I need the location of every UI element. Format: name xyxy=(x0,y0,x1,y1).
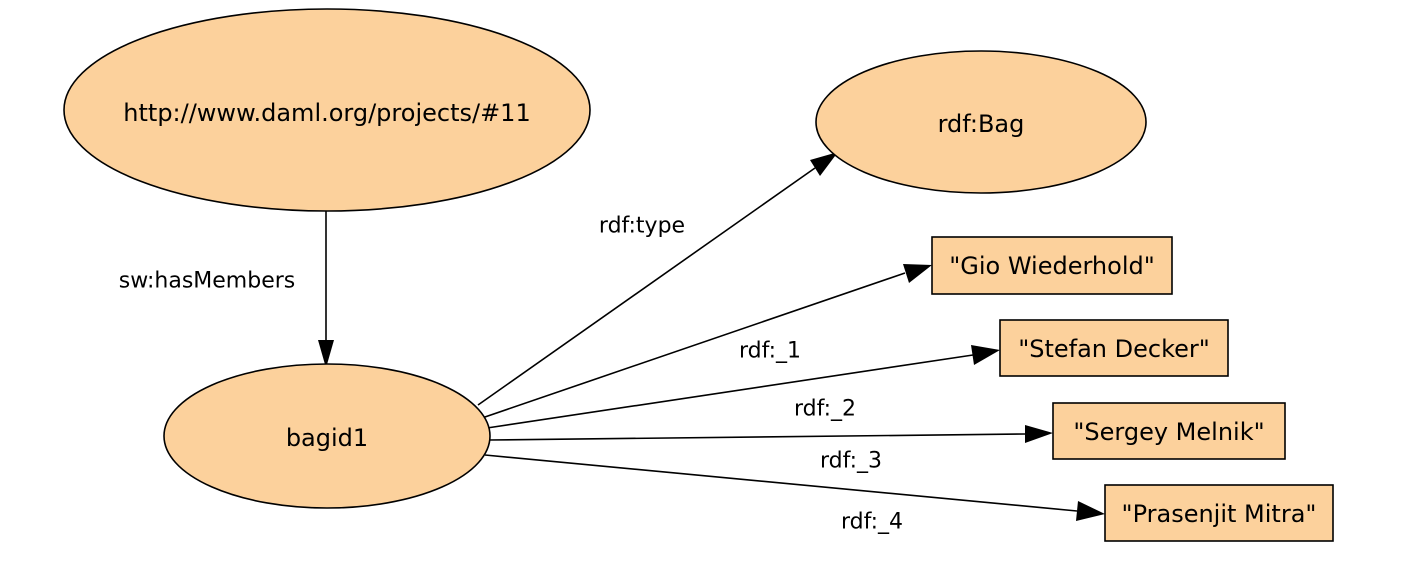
edge-member-1: rdf:_1 xyxy=(481,264,932,419)
node-label-bag: rdf:Bag xyxy=(938,110,1025,138)
node-gio: "Gio Wiederhold" xyxy=(931,236,1173,295)
node-label-bagid1: bagid1 xyxy=(286,424,368,452)
node-label-project: http://www.daml.org/projects/#11 xyxy=(123,99,530,127)
edges: sw:hasMembers rdf:type rdf:_1 rdf:_2 rdf… xyxy=(119,152,1105,535)
rect-node-shape xyxy=(1104,484,1334,542)
node-label-sergey: "Sergey Melnik" xyxy=(1073,418,1264,446)
node-prasenjit: "Prasenjit Mitra" xyxy=(1104,484,1334,542)
node-stefan: "Stefan Decker" xyxy=(999,319,1229,377)
node-label-stefan: "Stefan Decker" xyxy=(1018,335,1210,363)
edge-label-has-members: sw:hasMembers xyxy=(119,269,296,294)
edge-has-members: sw:hasMembers xyxy=(119,210,334,368)
ellipse-node-shape xyxy=(63,8,591,212)
rect-node-shape xyxy=(1052,402,1286,460)
edge-type: rdf:type xyxy=(477,152,838,406)
edge-member-4: rdf:_4 xyxy=(484,454,1105,535)
node-sergey: "Sergey Melnik" xyxy=(1052,402,1286,460)
edge-member-3: rdf:_3 xyxy=(488,425,1053,474)
edge-member-2: rdf:_2 xyxy=(486,345,1000,429)
ellipse-node-shape xyxy=(815,50,1147,194)
edge-label-member-1: rdf:_1 xyxy=(739,339,801,364)
rect-node-shape xyxy=(931,236,1173,295)
ellipse-node-shape xyxy=(163,363,491,509)
node-project: http://www.daml.org/projects/#11 xyxy=(63,8,591,212)
edge-label-member-3: rdf:_3 xyxy=(820,449,882,474)
nodes: http://www.daml.org/projects/#11 rdf:Bag… xyxy=(63,8,1334,542)
edge-label-member-2: rdf:_2 xyxy=(794,397,856,422)
node-bag: rdf:Bag xyxy=(815,50,1147,194)
node-bagid1: bagid1 xyxy=(163,363,491,509)
node-label-gio: "Gio Wiederhold" xyxy=(949,252,1155,280)
edge-label-type: rdf:type xyxy=(599,214,685,239)
node-label-prasenjit: "Prasenjit Mitra" xyxy=(1122,500,1317,528)
edge-label-member-4: rdf:_4 xyxy=(841,510,903,535)
rect-node-shape xyxy=(999,319,1229,377)
